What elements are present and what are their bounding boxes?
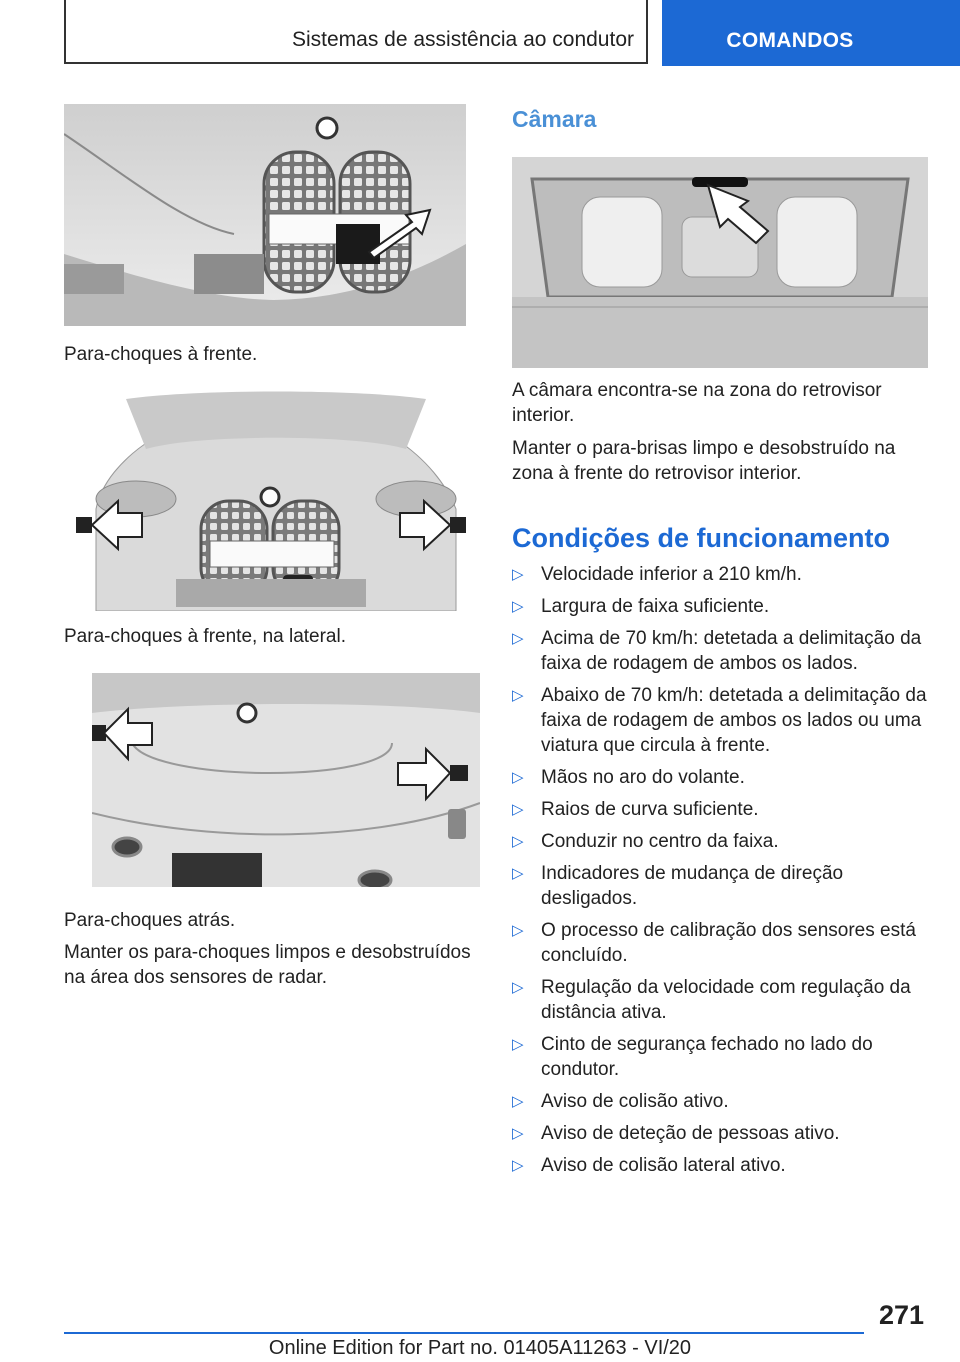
list-item: ▷ Aviso de deteção de pessoas ativo. (512, 1121, 930, 1146)
triangle-right-outline-icon: ▷ (512, 598, 524, 615)
figure-caption-front-bumper: Para-choques à frente. (64, 344, 258, 365)
list-item-text: Largura de faixa suficiente. (541, 596, 770, 617)
rear-bumper-sensors-image (92, 673, 480, 887)
camera-heading: Câmara (512, 106, 597, 132)
conditions-heading: Condições de funcionamento (512, 523, 891, 553)
list-item: ▷ Velocidade inferior a 210 km/h. (512, 562, 930, 587)
list-item: ▷ Largura de faixa suficiente. (512, 594, 930, 619)
triangle-right-outline-icon: ▷ (512, 566, 524, 583)
list-item-text: Velocidade inferior a 210 km/h. (541, 564, 802, 585)
triangle-right-outline-icon: ▷ (512, 630, 524, 647)
front-side-bumper-sensors-image (76, 389, 466, 611)
list-item: ▷ Abaixo de 70 km/h: detetada a delimitaç… (512, 683, 930, 758)
list-item-text: Conduzir no centro da faixa. (541, 831, 779, 852)
list-item: ▷ Regulação da velocidade com regulação d… (512, 975, 930, 1025)
list-item-text: Indicadores de mudança de direção deslig… (541, 863, 844, 909)
list-item: ▷ Cinto de segurança fechado no lado do c… (512, 1032, 930, 1082)
list-item: ▷ Conduzir no centro da faixa. (512, 829, 930, 854)
figure-caption-rear-bumper: Para-choques atrás. (64, 910, 236, 931)
triangle-right-outline-icon: ▷ (512, 801, 524, 818)
front-bumper-radar-sensor-image (64, 104, 466, 326)
triangle-right-outline-icon: ▷ (512, 1125, 524, 1142)
list-item-text: Aviso de colisão ativo. (541, 1091, 729, 1112)
camera-location-text: A câmara encontra-se na zona do retrovis… (512, 380, 882, 426)
triangle-right-outline-icon: ▷ (512, 922, 524, 939)
triangle-right-outline-icon: ▷ (512, 833, 524, 850)
triangle-right-outline-icon: ▷ (512, 1036, 524, 1053)
list-item: ▷ Raios de curva suficiente. (512, 797, 930, 822)
triangle-right-outline-icon: ▷ (512, 687, 524, 704)
radar-sensors-note: Manter os para-choques limpos e desobstr… (64, 942, 471, 988)
section-tab-label: COMANDOS (726, 29, 854, 52)
triangle-right-outline-icon: ▷ (512, 865, 524, 882)
list-item-text: Raios de curva suficiente. (541, 799, 759, 820)
list-item-text: Cinto de segurança fechado no lado do co… (541, 1034, 873, 1080)
list-item: ▷ Aviso de colisão lateral ativo. (512, 1153, 930, 1178)
list-item-text: Regulação da velocidade com regulação da… (541, 977, 911, 1023)
list-item-text: Aviso de deteção de pessoas ativo. (541, 1123, 840, 1144)
list-item: ▷ O processo de calibração dos sensores e… (512, 918, 930, 968)
footer-divider (64, 1332, 864, 1334)
footer-edition: Online Edition for Part no. 01405A11263 … (268, 1337, 692, 1359)
list-item: ▷ Indicadores de mudança de direção desli… (512, 861, 930, 911)
header-chapter-box: Sistemas de assistência ao condutor (64, 0, 648, 64)
chapter-title: Sistemas de assistência ao condutor (291, 28, 634, 51)
list-item-text: O processo de calibração dos sensores es… (541, 920, 916, 966)
list-item-text: Mãos no aro do volante. (541, 767, 745, 788)
list-item: ▷ Aviso de colisão ativo. (512, 1089, 930, 1114)
camera-windshield-text: Manter o para-brisas limpo e desobstruíd… (512, 438, 896, 484)
list-item-text: Abaixo de 70 km/h: detetada a delimitaçã… (541, 685, 927, 756)
list-item-text: Aviso de colisão lateral ativo. (541, 1155, 786, 1176)
section-tab: COMANDOS (662, 0, 960, 66)
list-item: ▷ Mãos no aro do volante. (512, 765, 930, 790)
conditions-list: ▷ Velocidade inferior a 210 km/h. ▷ Largur… (512, 562, 930, 1185)
list-item: ▷ Acima de 70 km/h: detetada a delimitaçã… (512, 626, 930, 676)
interior-camera-mirror-image (512, 157, 928, 368)
page-number: 271 (878, 1300, 924, 1330)
triangle-right-outline-icon: ▷ (512, 1093, 524, 1110)
triangle-right-outline-icon: ▷ (512, 979, 524, 996)
triangle-right-outline-icon: ▷ (512, 769, 524, 786)
figure-caption-front-side-bumper: Para-choques à frente, na lateral. (64, 626, 347, 647)
triangle-right-outline-icon: ▷ (512, 1157, 524, 1174)
list-item-text: Acima de 70 km/h: detetada a delimitação… (541, 628, 922, 674)
